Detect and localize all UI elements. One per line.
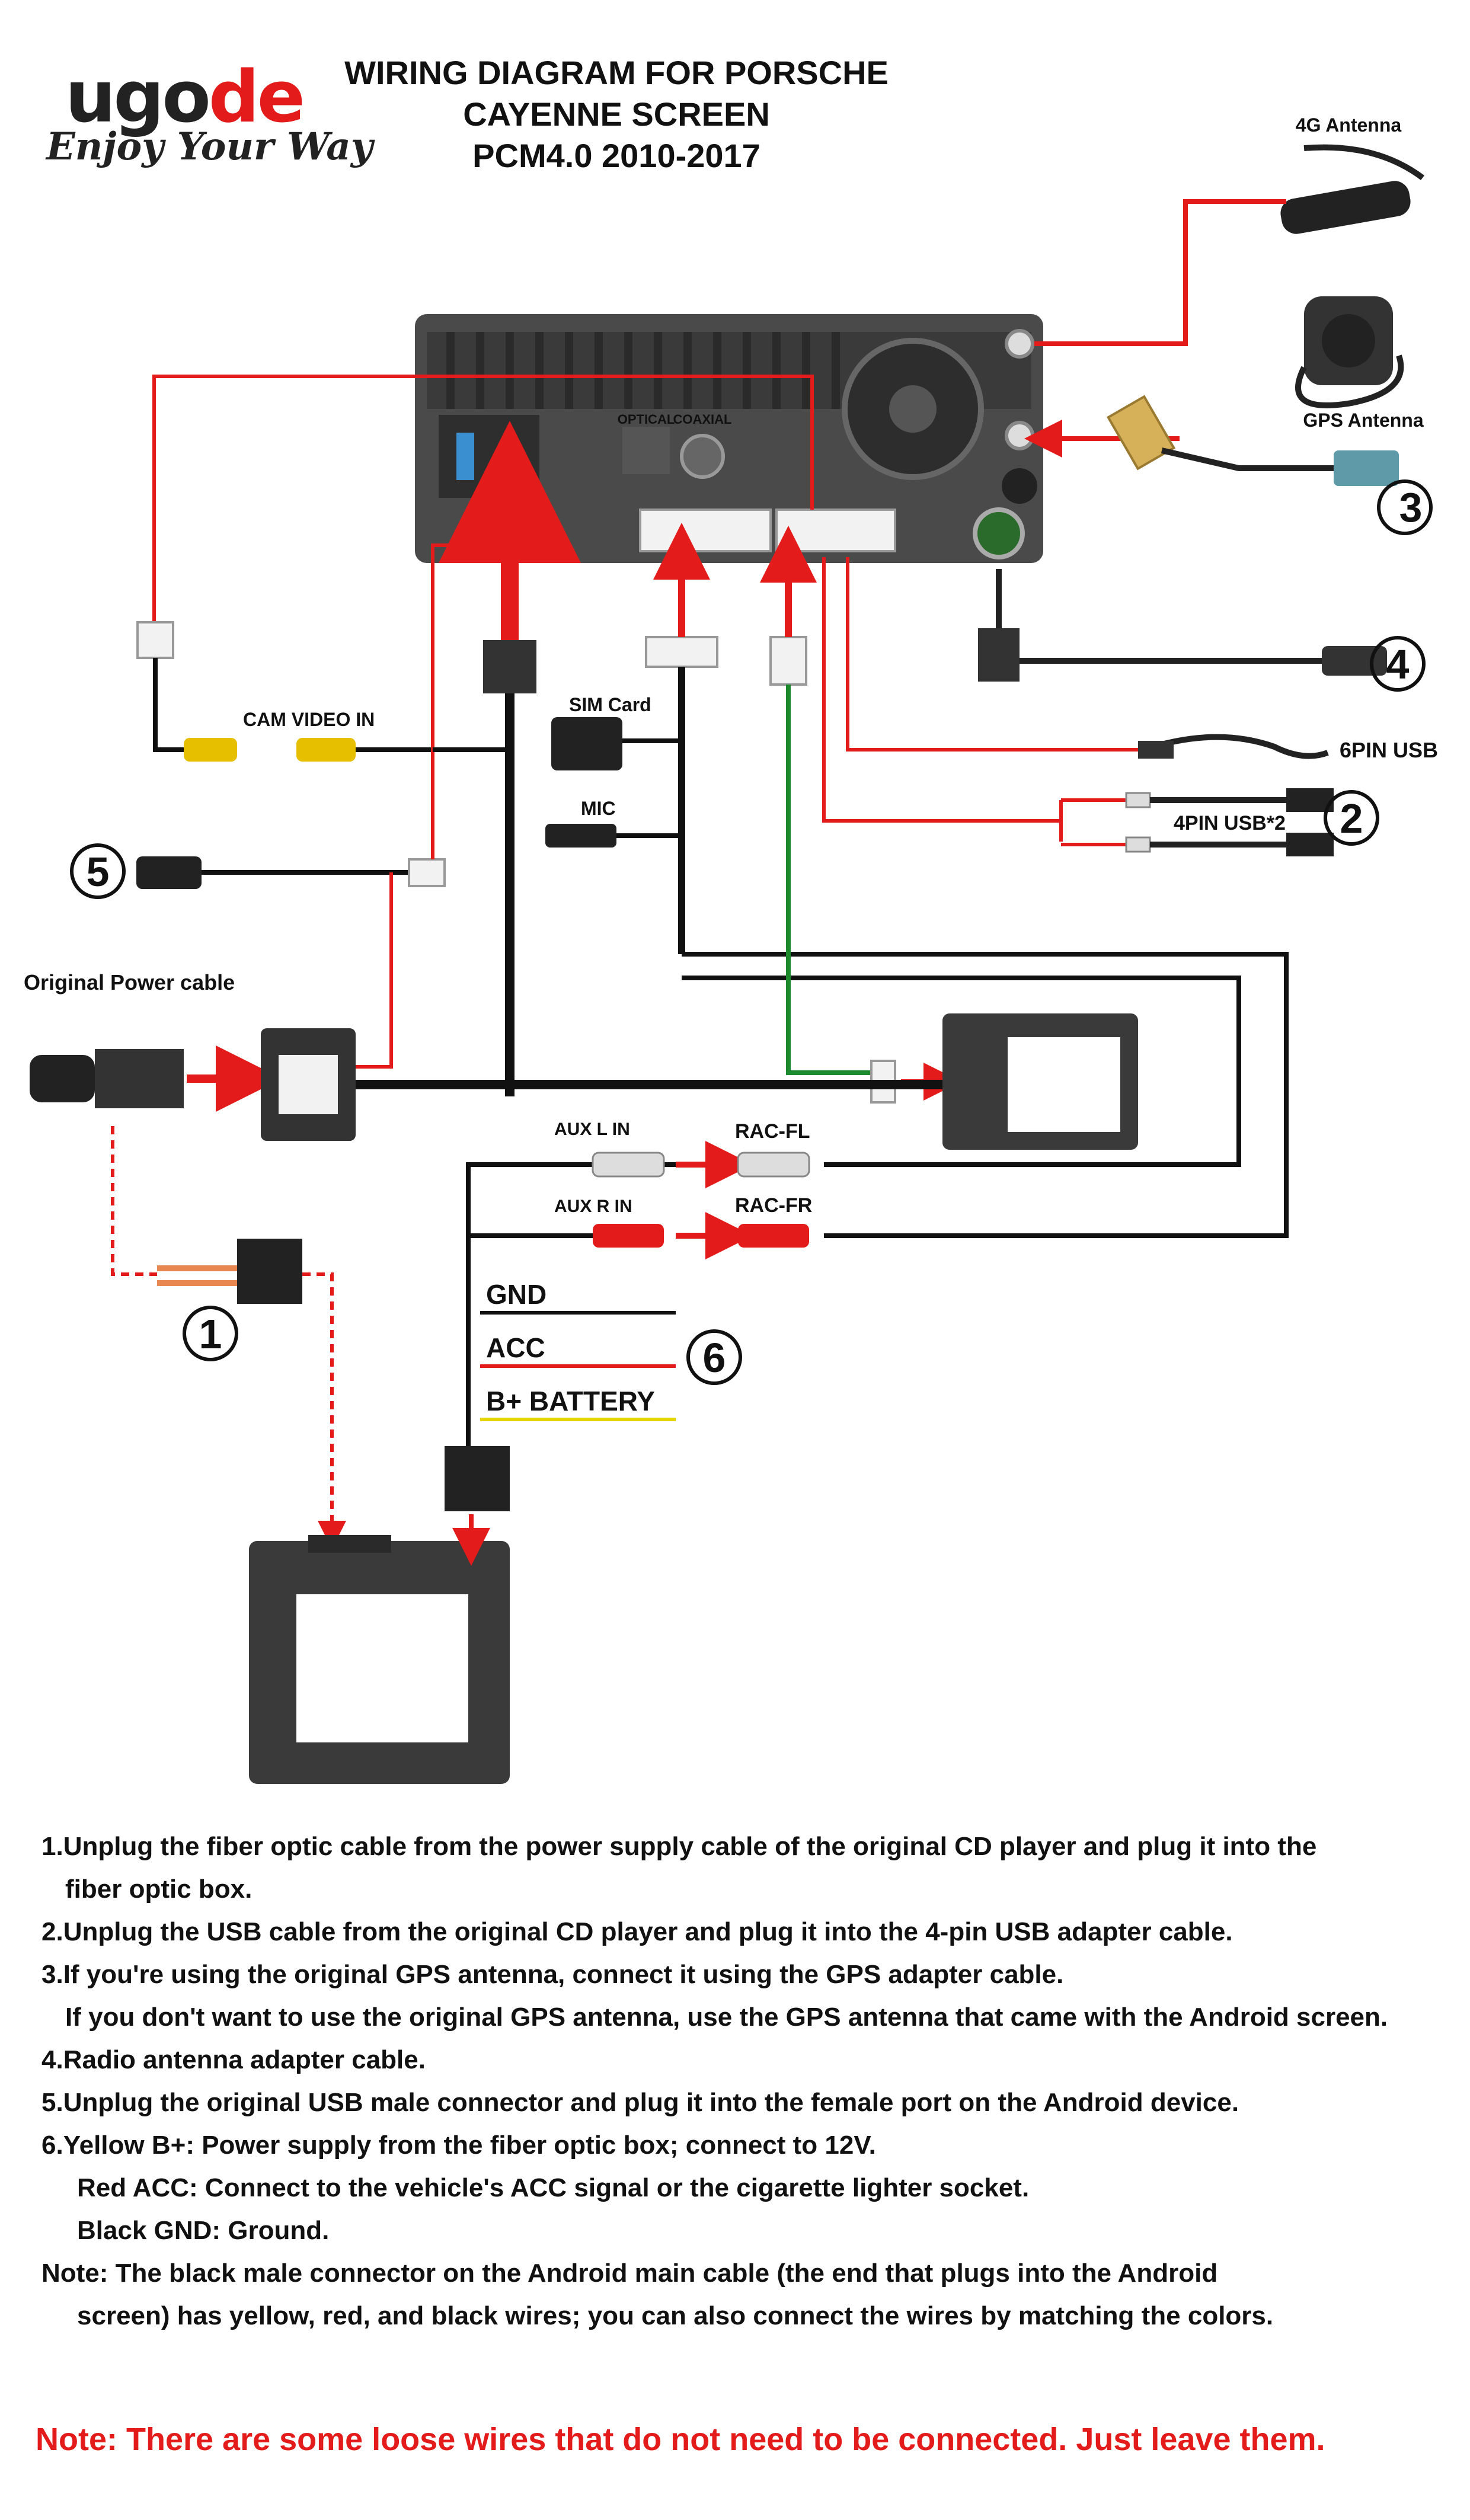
rac-fl-plug [737,1152,810,1178]
mic-jack [545,824,616,848]
rac-fr-plug [738,1224,809,1248]
aux-l-in-label: AUX L IN [554,1120,630,1139]
aux-l-plug [592,1152,665,1178]
rac-fl-label: RAC-FL [735,1120,810,1143]
gps-adapter-cable [1161,447,1334,471]
b-battery-label: B+ BATTERY [486,1386,655,1416]
instruction-2: 2.Unplug the USB cable from the original… [41,1917,1233,1946]
power-lead-connector [445,1446,510,1511]
marker-3: 3 [1399,484,1423,530]
cam-connector [136,621,174,659]
radio-antenna-jack [973,507,1025,559]
green-wire [786,685,871,1075]
fiber-optic-connector [237,1239,302,1304]
4g-antenna-jack [1005,329,1034,359]
harness-connector-a [645,636,718,668]
coaxial-port [680,434,725,479]
cam-red-wire [152,375,814,622]
brand-logo: ugode [65,56,305,139]
instruction-1-cont: fiber optic box. [65,1875,253,1904]
sim-card-slot [551,717,622,770]
marker-5: 5 [87,849,110,895]
gps-sma-connector [1106,395,1176,471]
wiring-diagram: OPTICAL COAXIAL 4G Antenna GPS Antenna 3… [24,114,1438,1784]
4g-wire [1034,199,1286,346]
footer-note: Note: There are some loose wires that do… [36,2422,1325,2457]
instruction-6-gnd: Black GND: Ground. [77,2216,330,2245]
usb-6pin-label: 6PIN USB [1340,738,1438,762]
marker-1: 1 [199,1311,222,1357]
instruction-1: 1.Unplug the fiber optic cable from the … [41,1832,1317,1861]
instruction-6-acc: Red ACC: Connect to the vehicle's ACC si… [77,2173,1030,2202]
page-title: WIRING DIAGRAM FOR PORSCHE CAYENNE SCREE… [261,52,972,177]
title-line-2: PCM4.0 2010-2017 [472,137,760,174]
mic-label: MIC [581,798,616,819]
instruction-3: 3.If you're using the original GPS anten… [41,1960,1064,1989]
radio-adapter-plug [978,628,1020,682]
coaxial-label: COAXIAL [673,412,732,427]
instruction-note: Note: The black male connector on the An… [41,2259,1218,2288]
marker-2: 2 [1340,795,1363,842]
rac-fr-label: RAC-FR [735,1194,812,1217]
gps-antenna-jack [1005,421,1034,450]
usb-harness-port [775,509,896,552]
gps-fakra-connector [1334,450,1399,486]
radio-jack-1 [1002,468,1037,504]
instructions: 1.Unplug the fiber optic cable from the … [41,1825,1446,2337]
marker-4: 4 [1386,641,1410,687]
main-harness-port [639,509,772,552]
gps-antenna: GPS Antenna [1295,296,1424,486]
instruction-5: 5.Unplug the original USB male connector… [41,2088,1239,2117]
marker-6: 6 [703,1335,726,1381]
instruction-3-cont: If you don't want to use the original GP… [65,2003,1388,2032]
antenna-gps-label: GPS Antenna [1303,410,1423,431]
sim-card-label: SIM Card [569,694,651,715]
instruction-6: 6.Yellow B+: Power supply from the fiber… [41,2131,876,2160]
usb-4pin-label: 4PIN USB*2 [1174,812,1286,834]
title-line-1: WIRING DIAGRAM FOR PORSCHE CAYENNE SCREE… [344,54,889,133]
4g-antenna: 4G Antenna [1280,114,1424,234]
antenna-4g-label: 4G Antenna [1296,114,1402,136]
6pin-usb-wire [846,557,1144,751]
optical-label: OPTICAL [618,412,675,427]
harness-connector-b [769,636,807,686]
aux-r-plug [593,1224,664,1248]
aux-r-in-label: AUX R IN [554,1197,632,1216]
brand-tagline: Enjoy Your Way [46,124,373,169]
instruction-note-cont: screen) has yellow, red, and black wires… [77,2301,1274,2330]
original-power-cable-label: Original Power cable [24,970,235,994]
optical-port [622,427,670,474]
original-power-cable [30,1055,95,1102]
main-power-plug [483,640,536,693]
gnd-label: GND [486,1279,547,1310]
4pin-usb-wire [822,557,1061,823]
instruction-4: 4.Radio antenna adapter cable. [41,2045,426,2074]
cam-video-in-label: CAM VIDEO IN [243,709,375,730]
usb-female-port [136,856,202,889]
acc-label: ACC [486,1332,545,1363]
